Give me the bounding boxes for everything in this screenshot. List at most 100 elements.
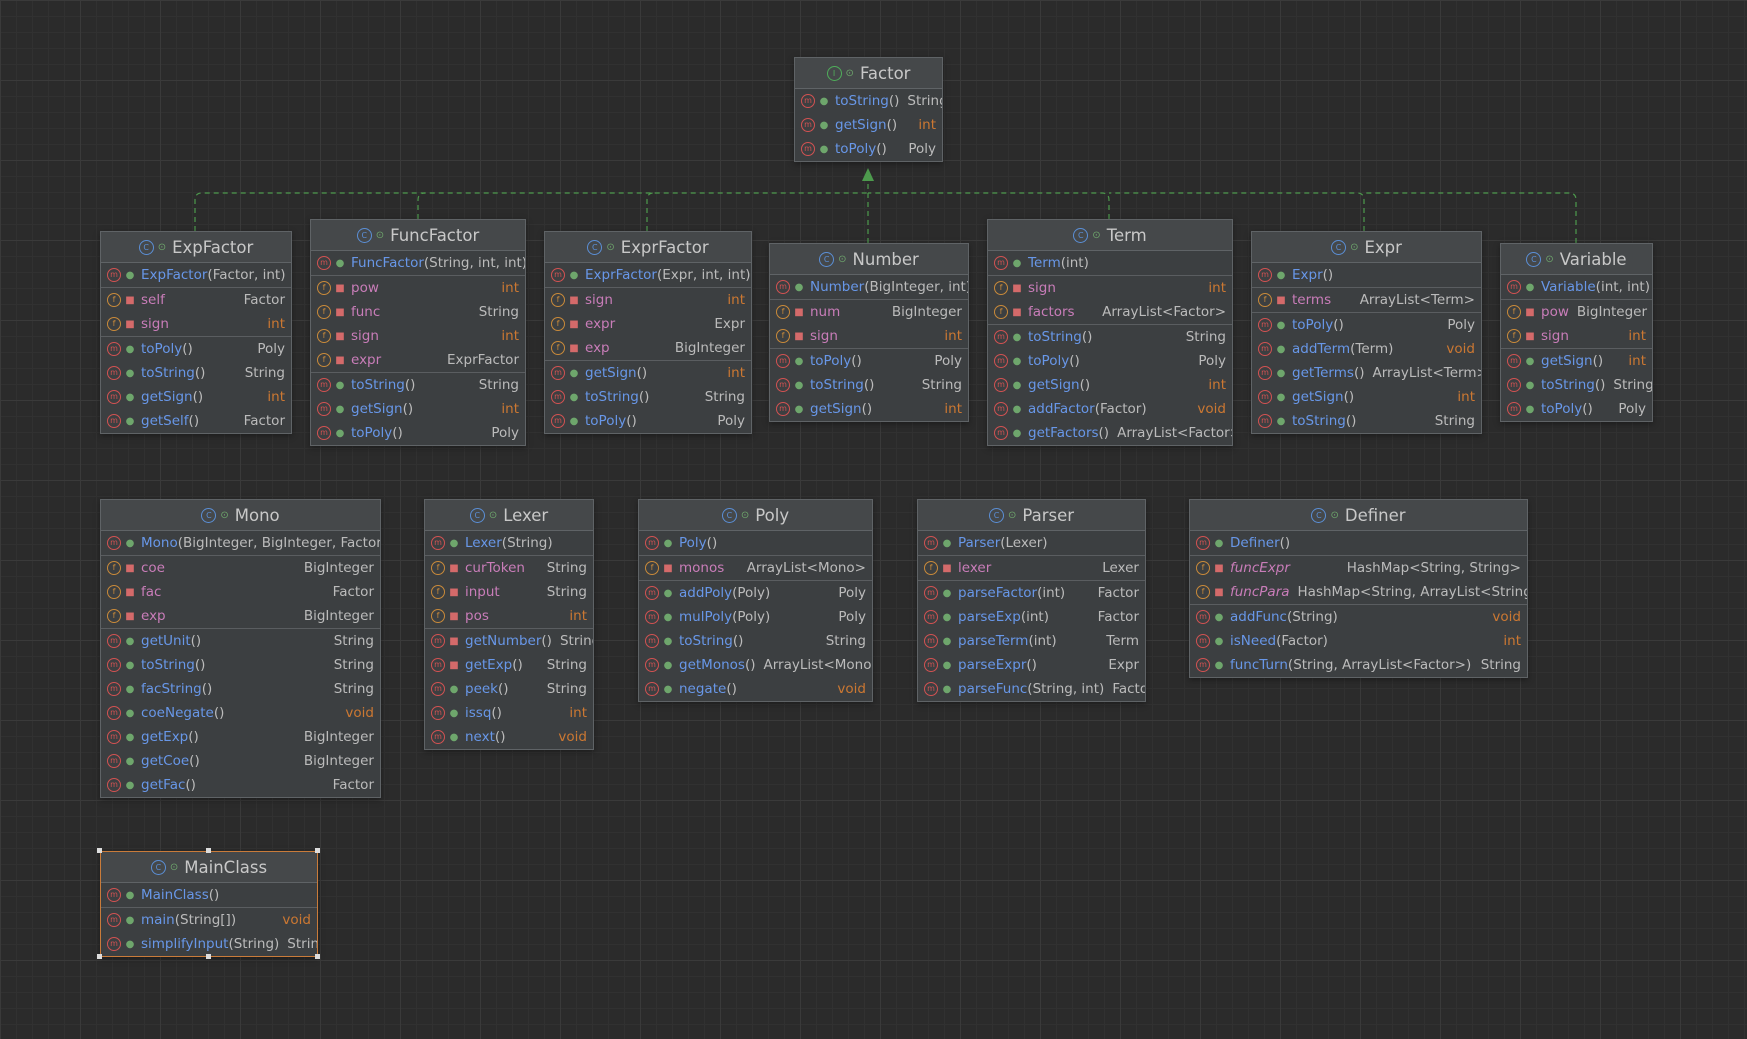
method-row[interactable]: m●parseExpr()Expr — [918, 653, 1145, 677]
class-header[interactable]: C⊙ExpFactor — [101, 232, 291, 263]
method-row[interactable]: m●negate()void — [639, 677, 872, 701]
class-header[interactable]: C⊙Mono — [101, 500, 380, 531]
method-row[interactable]: m●toPoly()Poly — [101, 337, 291, 361]
method-row[interactable]: m●Expr() — [1252, 263, 1481, 287]
method-row[interactable]: m●getFac()Factor — [101, 773, 380, 797]
method-row[interactable]: m●getSign()int — [1252, 385, 1481, 409]
method-row[interactable]: m●peek()String — [425, 677, 593, 701]
method-row[interactable]: m●addTerm(Term)void — [1252, 337, 1481, 361]
method-row[interactable]: m●issq()int — [425, 701, 593, 725]
method-row[interactable]: m●Term(int) — [988, 251, 1232, 275]
method-row[interactable]: m●toString()String — [101, 361, 291, 385]
method-row[interactable]: m●mulPoly(Poly)Poly — [639, 605, 872, 629]
class-header[interactable]: C⊙Definer — [1190, 500, 1527, 531]
method-row[interactable]: m●toPoly()Poly — [1501, 397, 1652, 421]
class-header[interactable]: C⊙Variable — [1501, 244, 1652, 275]
method-row[interactable]: m●getSign()int — [311, 397, 525, 421]
method-row[interactable]: m●MainClass() — [101, 883, 317, 907]
selection-handle[interactable] — [315, 848, 320, 853]
method-row[interactable]: m●Mono(BigInteger, BigInteger, Factor) — [101, 531, 380, 555]
method-row[interactable]: m●getSelf()Factor — [101, 409, 291, 433]
method-row[interactable]: m●getSign()int — [988, 373, 1232, 397]
method-row[interactable]: m●getTerms()ArrayList<Term> — [1252, 361, 1481, 385]
method-row[interactable]: m●toString()String — [639, 629, 872, 653]
method-row[interactable]: m●main(String[])void — [101, 908, 317, 932]
method-row[interactable]: m●toPoly()Poly — [311, 421, 525, 445]
method-row[interactable]: m●getExp()BigInteger — [101, 725, 380, 749]
method-row[interactable]: m●getSign()int — [770, 397, 968, 421]
method-row[interactable]: m●facString()String — [101, 677, 380, 701]
method-row[interactable]: m●toString()String — [311, 373, 525, 397]
selection-handle[interactable] — [206, 954, 211, 959]
method-row[interactable]: m●getSign()int — [1501, 349, 1652, 373]
class-header[interactable]: C⊙FuncFactor — [311, 220, 525, 251]
method-row[interactable]: m●toPoly()Poly — [795, 137, 942, 161]
selection-handle[interactable] — [97, 848, 102, 853]
method-row[interactable]: m●toPoly()Poly — [988, 349, 1232, 373]
method-row[interactable]: m●getMonos()ArrayList<Mono> — [639, 653, 872, 677]
class-header[interactable]: C⊙Term — [988, 220, 1232, 251]
method-row[interactable]: m●Definer() — [1190, 531, 1527, 555]
method-row[interactable]: m●toString()String — [1501, 373, 1652, 397]
method-row[interactable]: m●getCoe()BigInteger — [101, 749, 380, 773]
class-header[interactable]: C⊙Parser — [918, 500, 1145, 531]
method-row[interactable]: m●parseFactor(int)Factor — [918, 581, 1145, 605]
method-row[interactable]: m●getSign()int — [545, 361, 751, 385]
method-row[interactable]: m●toPoly()Poly — [1252, 313, 1481, 337]
method-row[interactable]: m●ExpFactor(Factor, int) — [101, 263, 291, 287]
method-row[interactable]: m●ExprFactor(Expr, int, int) — [545, 263, 751, 287]
method-row[interactable]: m●next()void — [425, 725, 593, 749]
method-row[interactable]: m●Lexer(String) — [425, 531, 593, 555]
class-header[interactable]: C⊙Number — [770, 244, 968, 275]
method-row[interactable]: m●toString()String — [545, 385, 751, 409]
method-row[interactable]: m●coeNegate()void — [101, 701, 380, 725]
class-header[interactable]: I⊙Factor — [795, 58, 942, 89]
method-row[interactable]: m●toString()String — [770, 373, 968, 397]
method-row[interactable]: m●parseExp(int)Factor — [918, 605, 1145, 629]
method-row[interactable]: m■getExp()String — [425, 653, 593, 677]
method-row[interactable]: m●getSign()int — [795, 113, 942, 137]
class-header[interactable]: C⊙Expr — [1252, 232, 1481, 263]
method-row[interactable]: m●toString()String — [988, 325, 1232, 349]
class-box-factor[interactable]: I⊙Factorm●toString()Stringm●getSign()int… — [794, 57, 943, 162]
method-row[interactable]: m●toString()String — [795, 89, 942, 113]
method-row[interactable]: m●getFactors()ArrayList<Factor> — [988, 421, 1232, 445]
method-row[interactable]: m●FuncFactor(String, int, int) — [311, 251, 525, 275]
method-row[interactable]: m●addFactor(Factor)void — [988, 397, 1232, 421]
method-row[interactable]: m●Poly() — [639, 531, 872, 555]
class-header[interactable]: C⊙Poly — [639, 500, 872, 531]
method-row[interactable]: m●getUnit()String — [101, 629, 380, 653]
method-row[interactable]: m●funcTurn(String, ArrayList<Factor>)Str… — [1190, 653, 1527, 677]
method-row[interactable]: m●Parser(Lexer) — [918, 531, 1145, 555]
selection-handle[interactable] — [97, 954, 102, 959]
method-row[interactable]: m●parseTerm(int)Term — [918, 629, 1145, 653]
method-row[interactable]: m●toString()String — [101, 653, 380, 677]
method-row[interactable]: m●simplifyInput(String)String — [101, 932, 317, 956]
class-header[interactable]: C⊙Lexer — [425, 500, 593, 531]
